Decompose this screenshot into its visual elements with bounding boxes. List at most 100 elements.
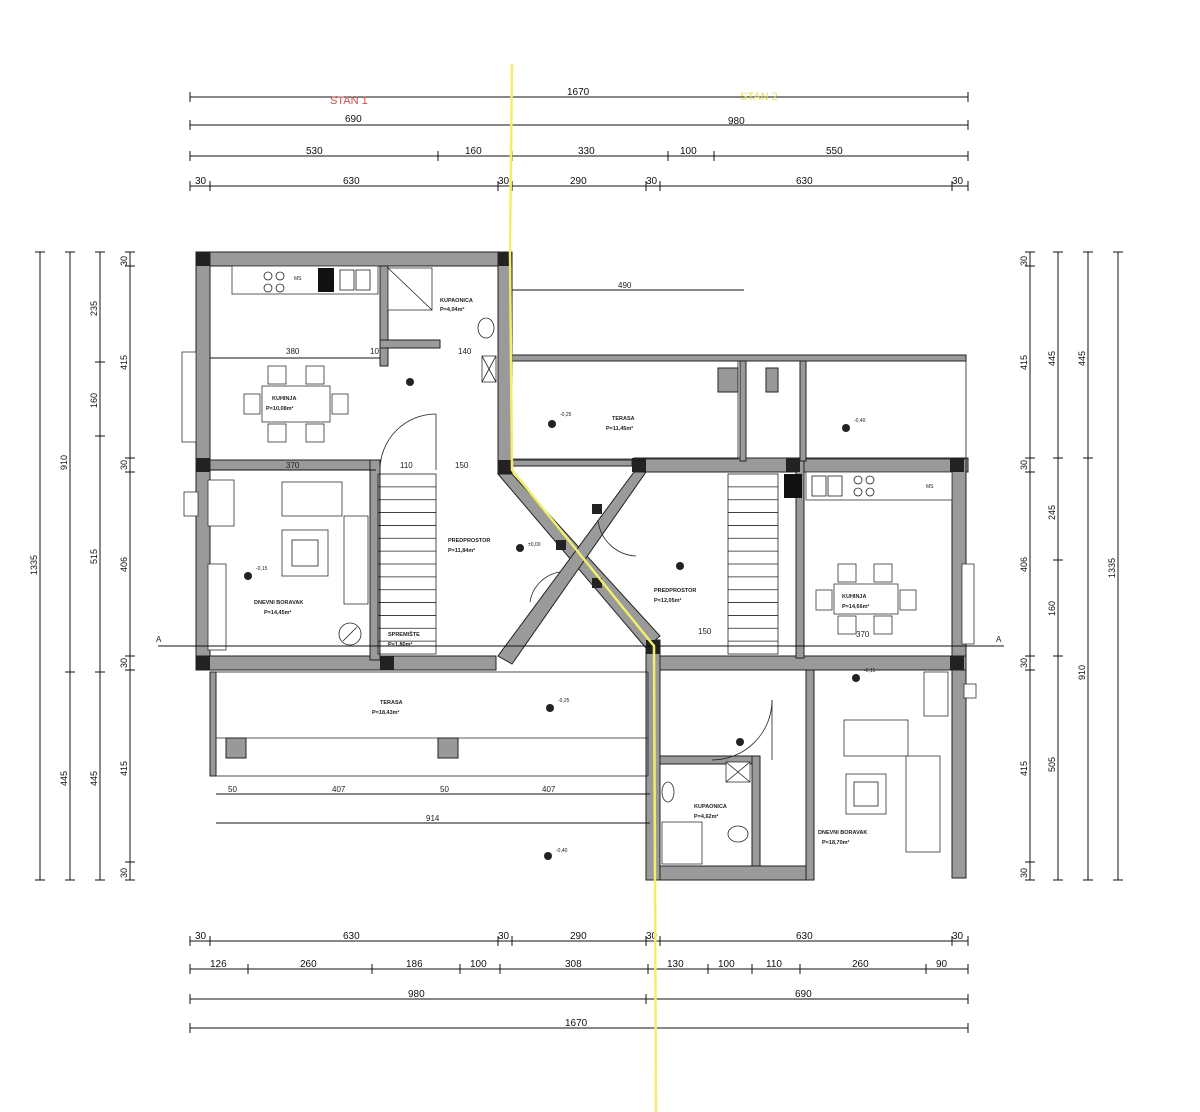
room-9-name: KUPAONICA bbox=[694, 804, 727, 810]
dim-left-910: 910 bbox=[59, 455, 69, 470]
dim-left-w415a: 415 bbox=[119, 355, 129, 370]
dim-bot-100b: 100 bbox=[718, 959, 735, 970]
top-dimension-chains: 1670 STAN 1 STAN 2 690 980 530 160 330 1… bbox=[189, 87, 969, 191]
dim-right-w30d: 30 bbox=[1019, 868, 1029, 878]
bathroom-left bbox=[387, 267, 497, 383]
inner-dims: 490 380 370 110 150 150 370 50 407 50 40… bbox=[210, 281, 870, 824]
kitchen-counter-right: MS bbox=[784, 471, 953, 501]
dim-right-w415a: 415 bbox=[1019, 355, 1029, 370]
dim-top-160: 160 bbox=[465, 146, 482, 157]
dim-right-w415b: 415 bbox=[1019, 761, 1029, 776]
stan-1-label: STAN 1 bbox=[330, 95, 368, 107]
svg-text:MS: MS bbox=[294, 276, 302, 282]
dining-table-right bbox=[815, 563, 917, 635]
living-furniture-left bbox=[207, 479, 369, 651]
room-6-name: TERASA bbox=[380, 700, 403, 706]
dim-10: 10 bbox=[370, 347, 379, 356]
dim-50a: 50 bbox=[228, 785, 237, 794]
level-3: ±0,00 bbox=[528, 542, 541, 548]
dim-left-w415b: 415 bbox=[119, 761, 129, 776]
stan-2-label: STAN 2 bbox=[740, 91, 778, 103]
dim-left-515: 515 bbox=[89, 549, 99, 564]
dim-left-w406: 406 bbox=[119, 557, 129, 572]
dim-right-w30b: 30 bbox=[1019, 460, 1029, 470]
level-0: -0,25 bbox=[560, 412, 572, 418]
dim-bot-130: 130 bbox=[667, 959, 684, 970]
svg-text:MS: MS bbox=[926, 484, 934, 490]
section-markers: A A bbox=[156, 635, 1004, 647]
room-4-name: PREDPROSTOR bbox=[448, 538, 490, 544]
dim-370b: 370 bbox=[856, 630, 870, 639]
dim-right-245: 245 bbox=[1047, 505, 1057, 520]
room-3-area: P=14,45m² bbox=[264, 609, 292, 616]
room-10-area: P=18,70m² bbox=[822, 839, 850, 846]
terrace-outlines bbox=[215, 360, 967, 777]
dim-right-w30a: 30 bbox=[1019, 256, 1029, 266]
dim-top-630b: 630 bbox=[796, 176, 813, 187]
level-markers: -0,25 -0,40 -0,15 ±0,00 -0,25 -0,15 -0,4… bbox=[244, 378, 876, 860]
dim-370: 370 bbox=[286, 461, 300, 470]
dim-left-w30b: 30 bbox=[119, 460, 129, 470]
walls bbox=[195, 251, 969, 881]
room-4-area: P=11,84m² bbox=[448, 547, 475, 554]
room-6-area: P=18,43m² bbox=[372, 709, 400, 716]
dim-bot-630b: 630 bbox=[796, 931, 813, 942]
dim-left-w30c: 30 bbox=[119, 658, 129, 668]
dim-50b: 50 bbox=[440, 785, 449, 794]
kitchen-counter-left: MS bbox=[231, 265, 379, 295]
section-a-left: A bbox=[156, 635, 162, 644]
unit-separation-line bbox=[508, 63, 658, 1112]
dim-top-30b: 30 bbox=[498, 176, 510, 187]
room-0-name: KUHINJA bbox=[272, 396, 296, 402]
dim-right-1335: 1335 bbox=[1107, 558, 1117, 578]
dim-bot-30a: 30 bbox=[195, 931, 207, 942]
dim-top-30c: 30 bbox=[646, 176, 658, 187]
dim-right-w406: 406 bbox=[1019, 557, 1029, 572]
dim-right-910: 910 bbox=[1077, 665, 1087, 680]
dim-top-330: 330 bbox=[578, 146, 595, 157]
dim-top-550: 550 bbox=[826, 146, 843, 157]
dim-top-630a: 630 bbox=[343, 176, 360, 187]
room-2-area: P=11,45m² bbox=[606, 425, 633, 432]
dim-top-30a: 30 bbox=[195, 176, 207, 187]
windows bbox=[181, 351, 977, 699]
dim-top-30d: 30 bbox=[952, 176, 964, 187]
level-5: -0,15 bbox=[864, 668, 876, 674]
dim-bot-100a: 100 bbox=[470, 959, 487, 970]
room-1-name: KUPAONICA bbox=[440, 298, 473, 304]
dim-407a: 407 bbox=[332, 785, 346, 794]
dim-right-505: 505 bbox=[1047, 757, 1057, 772]
room-2-name: TERASA bbox=[612, 416, 635, 422]
dim-bot-30d: 30 bbox=[952, 931, 964, 942]
dim-bot-290: 290 bbox=[570, 931, 587, 942]
dim-150: 150 bbox=[455, 461, 469, 470]
room-10-name: DNEVNI BORAVAK bbox=[818, 830, 867, 836]
room-8-name: KUHINJA bbox=[842, 594, 866, 600]
room-5-area: P=1,80m² bbox=[388, 641, 412, 648]
dim-bot-980: 980 bbox=[408, 989, 425, 1000]
dim-left-445b: 445 bbox=[89, 771, 99, 786]
dim-bot-30c: 30 bbox=[646, 931, 658, 942]
dim-490: 490 bbox=[618, 281, 632, 290]
room-9-area: P=4,62m² bbox=[694, 813, 718, 820]
dim-left-w30a: 30 bbox=[119, 256, 129, 266]
dim-top-100: 100 bbox=[680, 146, 697, 157]
room-labels: KUHINJA P=10,08m² KUPAONICA P=4,04m² TER… bbox=[254, 298, 870, 846]
room-7-area: P=12,05m² bbox=[654, 597, 682, 604]
room-7-name: PREDPROSTOR bbox=[654, 588, 696, 594]
dim-left-235: 235 bbox=[89, 301, 99, 316]
doors bbox=[379, 413, 773, 761]
dim-bot-90: 90 bbox=[936, 959, 948, 970]
dim-bot-126: 126 bbox=[210, 959, 227, 970]
dim-right-w30c: 30 bbox=[1019, 658, 1029, 668]
level-2: -0,15 bbox=[256, 566, 268, 572]
room-5-name: SPREMIŠTE bbox=[388, 630, 420, 638]
dim-bot-total: 1670 bbox=[565, 1018, 588, 1029]
room-3-name: DNEVNI BORAVAK bbox=[254, 600, 303, 606]
right-dimension-chains: 30 415 30 406 30 415 30 445 245 160 505 … bbox=[1019, 251, 1123, 881]
stairs bbox=[377, 473, 779, 655]
dim-left-1335: 1335 bbox=[29, 555, 39, 575]
section-a-right: A bbox=[996, 635, 1002, 644]
level-1: -0,40 bbox=[854, 418, 866, 424]
